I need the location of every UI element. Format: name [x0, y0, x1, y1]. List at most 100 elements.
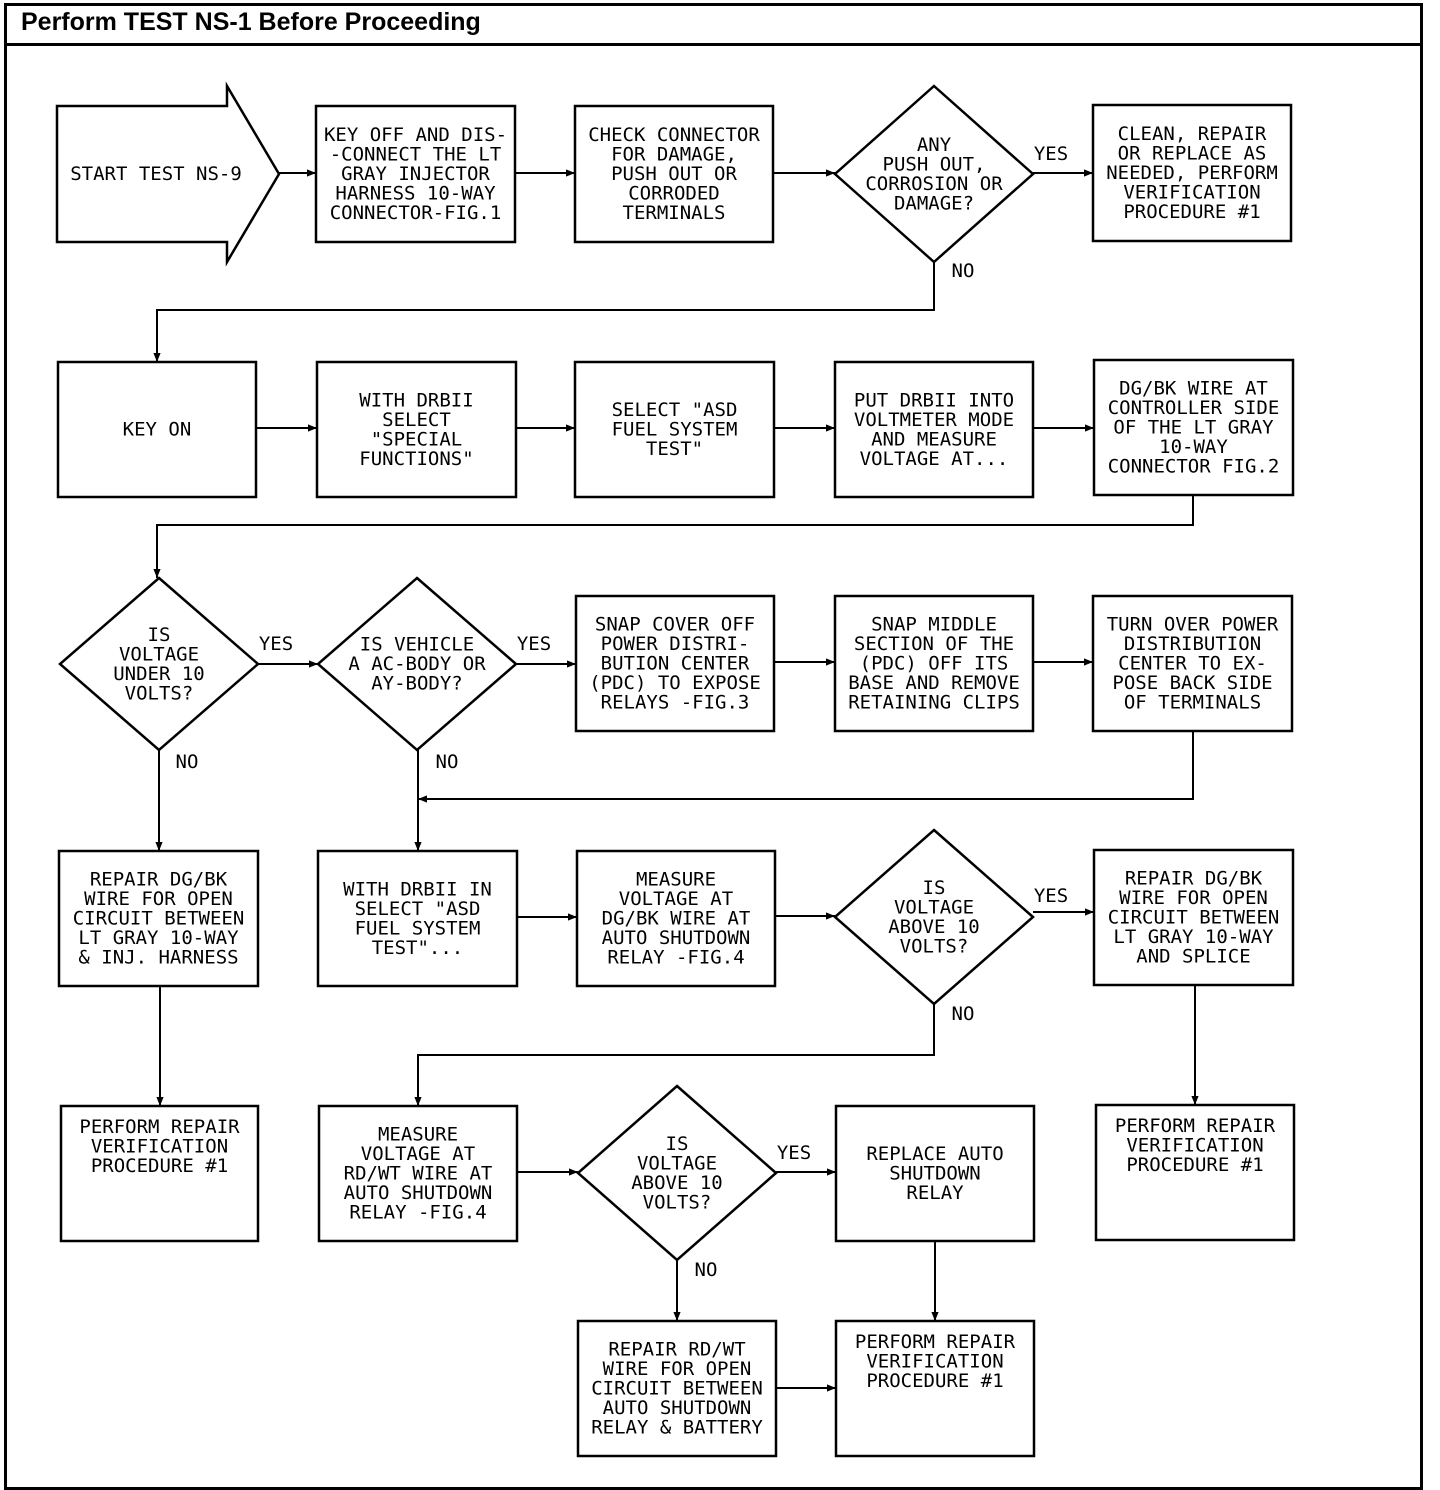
node-text-line: VERIFICATION [91, 1136, 228, 1158]
edge-label-yes: YES [777, 1142, 811, 1164]
node-text-line: IS [148, 624, 171, 646]
node-text-line: WIRE FOR OPEN [603, 1358, 752, 1380]
node-text-line: AY-BODY? [371, 673, 463, 695]
node-text-line: REPLACE AUTO [866, 1143, 1003, 1165]
node-text-line: PROCEDURE #1 [1126, 1154, 1263, 1176]
node-text-line: -CONNECT THE LT [330, 144, 502, 166]
header-bar: Perform TEST NS-1 Before Proceeding [7, 6, 1420, 46]
process-box [834, 1104, 1036, 1243]
node-text-line: IS VEHICLE [360, 634, 474, 656]
node-text-line: OF TERMINALS [1124, 692, 1261, 714]
node-text-line: MEASURE [636, 869, 716, 891]
node-text-line: AUTO SHUTDOWN [603, 1397, 752, 1419]
node-text-line: PROCEDURE #1 [91, 1155, 228, 1177]
node-text-line: VERIFICATION [866, 1351, 1003, 1373]
edge-label-no: NO [176, 751, 199, 773]
process-box [315, 360, 518, 499]
node-text-line: 10-WAY [1159, 436, 1228, 458]
node-text-line: GRAY INJECTOR [341, 163, 490, 185]
node-text-line: AND SPLICE [1136, 946, 1250, 968]
node-text-line: PERFORM REPAIR [1115, 1115, 1276, 1137]
node-text-line: WIRE FOR OPEN [84, 888, 233, 910]
node-text-line: FUEL SYSTEM [355, 917, 481, 939]
decision-diamond [316, 576, 518, 752]
node-text-line: CORRODED [628, 183, 720, 205]
process-box [834, 1319, 1036, 1458]
process-box [576, 1319, 778, 1458]
decision-diamond [833, 84, 1035, 264]
process-box [314, 104, 517, 244]
edge-label-no: NO [952, 260, 975, 282]
node-text-line: A AC-BODY OR [348, 653, 486, 675]
process-box [833, 360, 1035, 499]
node-text-line: DAMAGE? [894, 192, 974, 214]
node-text-line: TEST"... [372, 937, 464, 959]
node-text-line: (PDC) TO EXPOSE [589, 672, 761, 694]
node-text-line: RELAY -FIG.4 [349, 1202, 486, 1224]
node-text-line: NEEDED, PERFORM [1106, 162, 1278, 184]
process-box [833, 594, 1035, 733]
node-text-line: CORROSION OR [865, 173, 1003, 195]
node-text-line: RETAINING CLIPS [848, 692, 1020, 714]
node-text-line: VOLTAGE AT [361, 1143, 475, 1165]
node-start: START TEST NS-9 [55, 81, 281, 267]
node-text-line: DISTRIBUTION [1124, 633, 1261, 655]
node-text-line: FUNCTIONS" [359, 448, 473, 470]
node-text-line: RELAY [906, 1182, 964, 1204]
node-text-line: PROCEDURE #1 [1123, 201, 1260, 223]
connector-arrow [153, 262, 935, 362]
node-text-line: VOLTAGE [894, 896, 974, 918]
node-text-line: SNAP MIDDLE [871, 614, 997, 636]
page-title: Perform TEST NS-1 Before Proceeding [21, 8, 481, 36]
node-text-line: CENTER TO EX- [1118, 653, 1267, 675]
node-text-line: LT GRAY 10-WAY [1113, 926, 1274, 948]
node-text-line: CIRCUIT BETWEEN [1108, 907, 1280, 929]
node-text-line: FOR DAMAGE, [611, 144, 737, 166]
node-text-line: PROCEDURE #1 [866, 1370, 1003, 1392]
process-box [57, 849, 260, 988]
process-box [574, 594, 776, 733]
node-text-line: PERFORM REPAIR [79, 1116, 240, 1138]
node-text-line: VERIFICATION [1123, 182, 1260, 204]
node-text-line: ABOVE 10 [631, 1172, 723, 1194]
process-box [1091, 594, 1294, 733]
node-text-line: "SPECIAL [371, 428, 463, 450]
decision-diamond [833, 828, 1035, 1006]
node-text-line: DG/BK WIRE AT [1119, 378, 1268, 400]
node-text-line: VOLTMETER MODE [854, 409, 1014, 431]
node-text-line: SELECT [382, 409, 451, 431]
node-text-line: CLEAN, REPAIR [1118, 123, 1267, 145]
node-text-line: VOLTAGE AT [619, 888, 733, 910]
node-text-line: OR REPLACE AS [1118, 143, 1267, 165]
node-text-line: IS [923, 877, 946, 899]
connector-arrow [418, 731, 1194, 803]
connector-arrow [153, 495, 1194, 578]
edge-label-no: NO [436, 751, 459, 773]
node-text-line: REPAIR RD/WT [608, 1339, 745, 1361]
process-box [573, 104, 775, 244]
node-text-line: SHUTDOWN [889, 1163, 981, 1185]
process-box [317, 1104, 519, 1243]
node-text-line: TERMINALS [623, 202, 726, 224]
node-text-line: RELAYS -FIG.3 [601, 692, 750, 714]
